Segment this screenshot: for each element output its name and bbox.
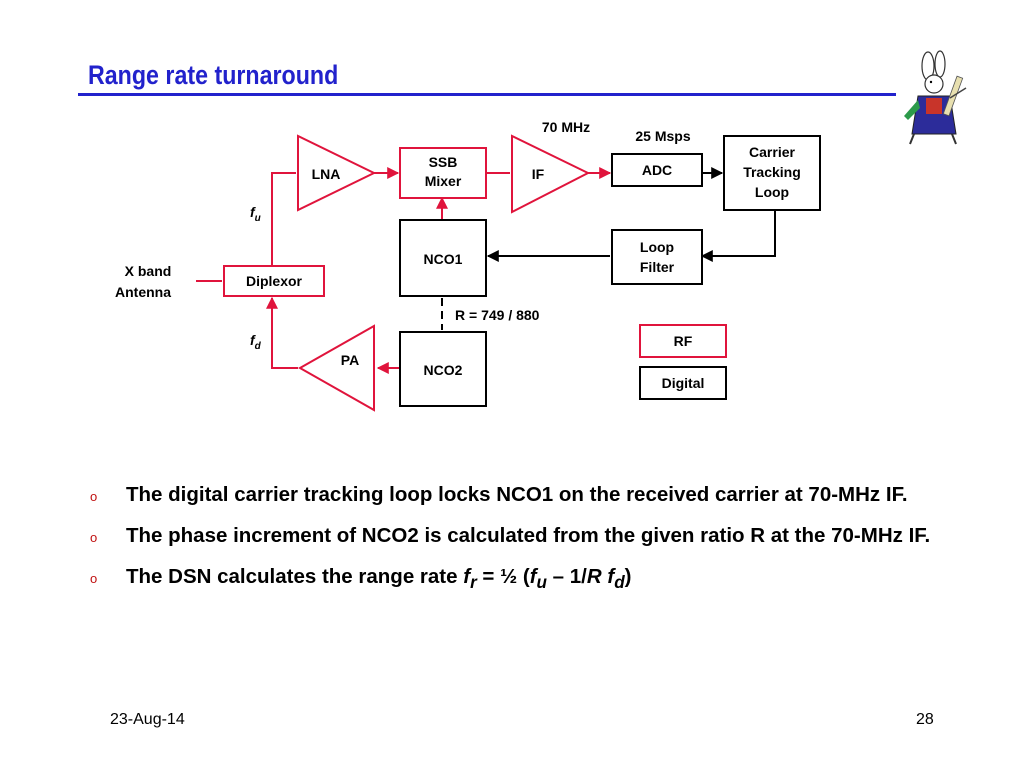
diplexor-block: Diplexor [223,265,325,297]
slide-title: Range rate turnaround [88,60,339,90]
bullet-item: o The phase increment of NCO2 is calcula… [90,519,970,552]
legend-digital: Digital [639,366,727,400]
loop-filter-label-line1: Loop [640,239,674,255]
if-amplifier: IF [511,134,591,214]
ratio-label: R = 749 / 880 [455,307,540,323]
nco1-label: NCO1 [424,251,463,267]
ctl-label-line1: Carrier [749,144,795,160]
footer-date: 23-Aug-14 [110,711,185,728]
antenna-label-line2: Antenna [115,284,171,300]
loop-filter-label-line2: Filter [640,259,675,275]
adc-block: ADC [611,153,703,187]
pa-label: PA [341,352,359,368]
if-label: IF [532,166,545,182]
bullet-text: The phase increment of NCO2 is calculate… [126,524,931,547]
bullet-text: The digital carrier tracking loop locks … [126,483,908,506]
fd-label: fd [250,332,262,352]
nco2-label: NCO2 [424,362,463,378]
ssb-mixer-label-line1: SSB [429,154,458,170]
bullet-item: o The digital carrier tracking loop lock… [90,478,970,511]
bullet-o-icon: o [90,530,98,545]
loop-filter-block: Loop Filter [611,229,703,285]
adc-label: ADC [642,162,672,178]
ctl-label-line3: Loop [755,184,789,200]
digital-wiring [441,167,776,330]
block-diagram: LNA SSB Mixer IF 70 MHz 25 Msps ADC Carr… [115,119,821,412]
bullet-item: o The DSN calculates the range rate fr =… [90,560,970,599]
bullet-list: o The digital carrier tracking loop lock… [90,478,970,607]
page-number: 28 [916,711,934,728]
carrier-tracking-loop-block: Carrier Tracking Loop [723,135,821,211]
ssb-mixer-label-line2: Mixer [425,173,462,189]
bullet-o-icon: o [90,489,98,504]
nco2-block: NCO2 [399,331,487,407]
legend-rf: RF [639,324,727,358]
ctl-label-line2: Tracking [743,164,801,180]
legend-rf-label: RF [674,333,693,349]
lna-amplifier: LNA [297,134,377,212]
if-frequency-label: 70 MHz [542,119,590,135]
bullet-o-icon: o [90,571,98,586]
legend-digital-label: Digital [662,375,705,391]
adc-rate-label: 25 Msps [635,128,690,144]
antenna-label-line1: X band [125,263,172,279]
fu-label: fu [250,204,261,224]
diplexor-label: Diplexor [246,273,303,289]
ssb-mixer-block: SSB Mixer [399,147,487,199]
white-rabbit-logo-icon [904,50,967,145]
nco1-block: NCO1 [399,219,487,297]
pa-amplifier: PA [297,324,375,412]
rf-wiring [196,167,612,374]
title-underline [78,93,896,96]
lna-label: LNA [312,166,341,182]
bullet-text-formula: The DSN calculates the range rate fr = ½… [126,565,632,593]
